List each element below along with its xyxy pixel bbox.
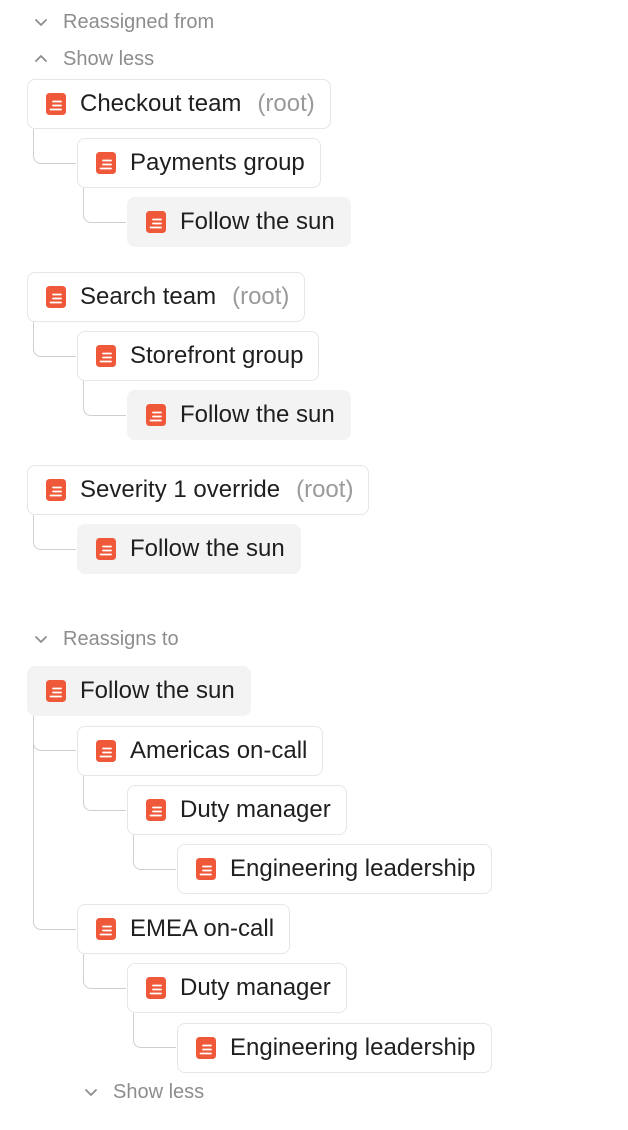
tree-root-node[interactable]: Checkout team (root) xyxy=(27,79,331,129)
node-label: Storefront group xyxy=(130,342,304,369)
reassigns-to-toggle[interactable]: Reassigns to xyxy=(31,625,179,653)
node-label: Duty manager xyxy=(180,974,331,1001)
escalation-path-icon xyxy=(46,93,66,115)
tree-connector xyxy=(133,1013,176,1048)
escalation-path-icon xyxy=(146,211,166,233)
show-less-label: Show less xyxy=(113,1080,205,1103)
tree-connector xyxy=(33,895,76,930)
escalation-path-icon xyxy=(46,479,66,501)
chevron-down-icon xyxy=(81,1082,101,1102)
chevron-up-icon xyxy=(31,49,51,69)
reassigns-to-label: Reassigns to xyxy=(63,627,179,650)
tree-branch-node[interactable]: Americas on-call xyxy=(77,726,324,776)
tree-connector xyxy=(83,188,126,223)
tree-leaf-node[interactable]: Follow the sun xyxy=(127,197,351,247)
escalation-path-icon xyxy=(96,345,116,367)
tree-branch-node[interactable]: EMEA on-call xyxy=(77,904,291,954)
escalation-path-icon xyxy=(46,680,66,702)
tree-connector xyxy=(83,954,126,989)
root-tag: (root) xyxy=(296,476,354,503)
tree-connector xyxy=(33,129,76,164)
node-label: Checkout team xyxy=(80,90,242,117)
tree-child-node[interactable]: Duty manager xyxy=(127,963,347,1013)
escalation-path-icon xyxy=(46,286,66,308)
chevron-down-icon xyxy=(31,629,51,649)
node-label: Engineering leadership xyxy=(230,1034,476,1061)
node-label: Payments group xyxy=(130,149,305,176)
escalation-path-icon xyxy=(146,799,166,821)
tree-root-node[interactable]: Search team (root) xyxy=(27,272,306,322)
tree-trunk-line xyxy=(33,716,34,916)
tree-connector xyxy=(33,322,76,357)
show-less-toggle[interactable]: Show less xyxy=(81,1078,204,1106)
tree-connector xyxy=(133,835,176,870)
tree-connector xyxy=(33,716,76,751)
escalation-path-icon xyxy=(96,918,116,940)
node-label: Duty manager xyxy=(180,796,331,823)
node-label: Follow the sun xyxy=(180,401,335,428)
tree-connector xyxy=(33,515,76,550)
show-less-toggle[interactable]: Show less xyxy=(31,45,154,73)
node-label: Severity 1 override xyxy=(80,476,281,503)
escalation-path-icon xyxy=(146,404,166,426)
node-label: Follow the sun xyxy=(80,677,235,704)
root-tag: (root) xyxy=(257,90,315,117)
current-node[interactable]: Follow the sun xyxy=(27,666,251,716)
tree-child-node[interactable]: Storefront group xyxy=(77,331,320,381)
root-tag: (root) xyxy=(232,283,290,310)
escalation-path-icon xyxy=(96,152,116,174)
tree-leaf-node[interactable]: Follow the sun xyxy=(127,390,351,440)
tree-grandchild-node[interactable]: Engineering leadership xyxy=(177,1023,492,1073)
tree-connector xyxy=(83,381,126,416)
reassigned-from-toggle[interactable]: Reassigned from xyxy=(31,8,214,36)
node-label: Follow the sun xyxy=(130,535,285,562)
tree-child-node[interactable]: Payments group xyxy=(77,138,321,188)
escalation-path-icon xyxy=(146,977,166,999)
node-label: Follow the sun xyxy=(180,208,335,235)
tree-connector xyxy=(83,776,126,811)
node-label: Americas on-call xyxy=(130,737,308,764)
escalation-path-icon xyxy=(196,858,216,880)
escalation-path-icon xyxy=(96,538,116,560)
node-label: Engineering leadership xyxy=(230,855,476,882)
reassigned-from-label: Reassigned from xyxy=(63,10,215,33)
tree-leaf-node[interactable]: Follow the sun xyxy=(77,524,301,574)
node-label: Search team xyxy=(80,283,217,310)
show-less-label: Show less xyxy=(63,47,155,70)
escalation-path-icon xyxy=(196,1037,216,1059)
chevron-down-icon xyxy=(31,12,51,32)
tree-root-node[interactable]: Severity 1 override (root) xyxy=(27,465,370,515)
escalation-path-icon xyxy=(96,740,116,762)
node-label: EMEA on-call xyxy=(130,915,275,942)
tree-child-node[interactable]: Duty manager xyxy=(127,785,347,835)
tree-grandchild-node[interactable]: Engineering leadership xyxy=(177,844,492,894)
